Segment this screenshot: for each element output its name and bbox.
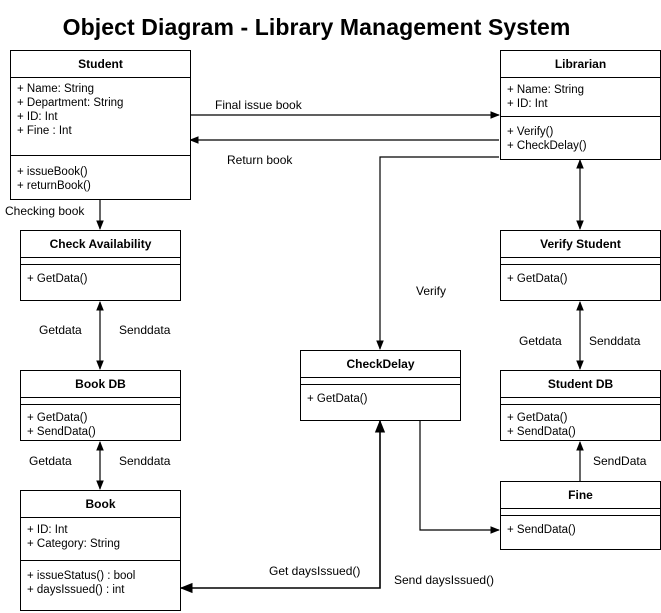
label-senddata: Senddata [589,334,641,348]
class-verify-student-name: Verify Student [501,231,660,258]
attribute: + Fine : Int [17,125,72,137]
label-verify: Verify [416,284,447,298]
label-senddata: Senddata [119,323,171,337]
class-librarian-methods: + Verify() + CheckDelay() [501,116,660,157]
label-getdata: Getdata [39,323,82,337]
method: + GetData() [507,412,568,424]
class-book-methods: + issueStatus() : bool + daysIssued() : … [21,560,180,601]
label-checking-book: Checking book [5,204,85,218]
label-getdata: Getdata [29,454,72,468]
class-fine: Fine + SendData() [500,481,661,550]
class-verify-student-methods: + GetData() [501,265,660,290]
connector-verify [376,156,499,350]
attribute: + Name: String [507,84,585,96]
class-student-methods: + issueBook() + returnBook() [11,155,190,197]
class-check-availability-name: Check Availability [21,231,180,258]
label-getdata: Getdata [519,334,562,348]
attribute: + ID: Int [27,524,68,536]
class-student: Student + Name: String + Department: Str… [10,50,191,200]
class-student-db-methods: + GetData() + SendData() [501,405,660,443]
class-check-delay-name: CheckDelay [301,351,460,378]
class-librarian-name: Librarian [501,51,660,78]
method: + GetData() [507,273,568,285]
label-get-days-issued: Get daysIssued() [269,564,361,578]
class-book-name: Book [21,491,180,518]
diagram-title: Object Diagram - Library Management Syst… [62,14,571,40]
class-student-name: Student [11,51,190,78]
connector-delay-fine [419,421,500,534]
class-librarian: Librarian + Name: String + ID: Int + Ver… [500,50,661,160]
class-student-db: Student DB + GetData() + SendData() [500,370,661,441]
method: + SendData() [507,524,576,536]
attribute: + ID: Int [507,98,548,110]
label-return-book: Return book [227,153,293,167]
label-send-days-issued: Send daysIssued() [394,573,495,587]
class-book-attributes: + ID: Int + Category: String [21,518,180,560]
class-fine-methods: + SendData() [501,516,660,541]
method: + GetData() [27,412,88,424]
class-verify-student: Verify Student + GetData() [500,230,661,301]
class-book: Book + ID: Int + Category: String + issu… [20,490,181,611]
connector-days-issued [179,419,386,594]
method: + Verify() [507,126,554,138]
class-book-db: Book DB + GetData() + SendData() [20,370,181,441]
method: + GetData() [27,273,88,285]
method: + SendData() [507,426,576,438]
method: + daysIssued() : int [27,584,125,596]
method: + issueBook() [17,166,88,178]
class-student-attributes: + Name: String + Department: String + ID… [11,78,190,155]
method: + returnBook() [17,180,91,192]
method: + CheckDelay() [507,140,587,152]
class-book-db-name: Book DB [21,371,180,398]
class-fine-name: Fine [501,482,660,509]
attribute: + Category: String [27,538,121,550]
method: + SendData() [27,426,96,438]
method: + issueStatus() : bool [27,570,136,582]
attribute: + Department: String [17,97,124,109]
class-book-db-methods: + GetData() + SendData() [21,405,180,443]
method: + GetData() [307,393,368,405]
label-senddata-fine: SendData [593,454,647,468]
attribute: + Name: String [17,83,95,95]
class-check-delay-methods: + GetData() [301,385,460,410]
label-senddata: Senddata [119,454,171,468]
label-final-issue-book: Final issue book [215,98,302,112]
class-librarian-attributes: + Name: String + ID: Int [501,78,660,116]
attribute: + ID: Int [17,111,58,123]
class-check-availability: Check Availability + GetData() [20,230,181,301]
class-check-delay: CheckDelay + GetData() [300,350,461,421]
class-student-db-name: Student DB [501,371,660,398]
class-check-availability-methods: + GetData() [21,265,180,290]
